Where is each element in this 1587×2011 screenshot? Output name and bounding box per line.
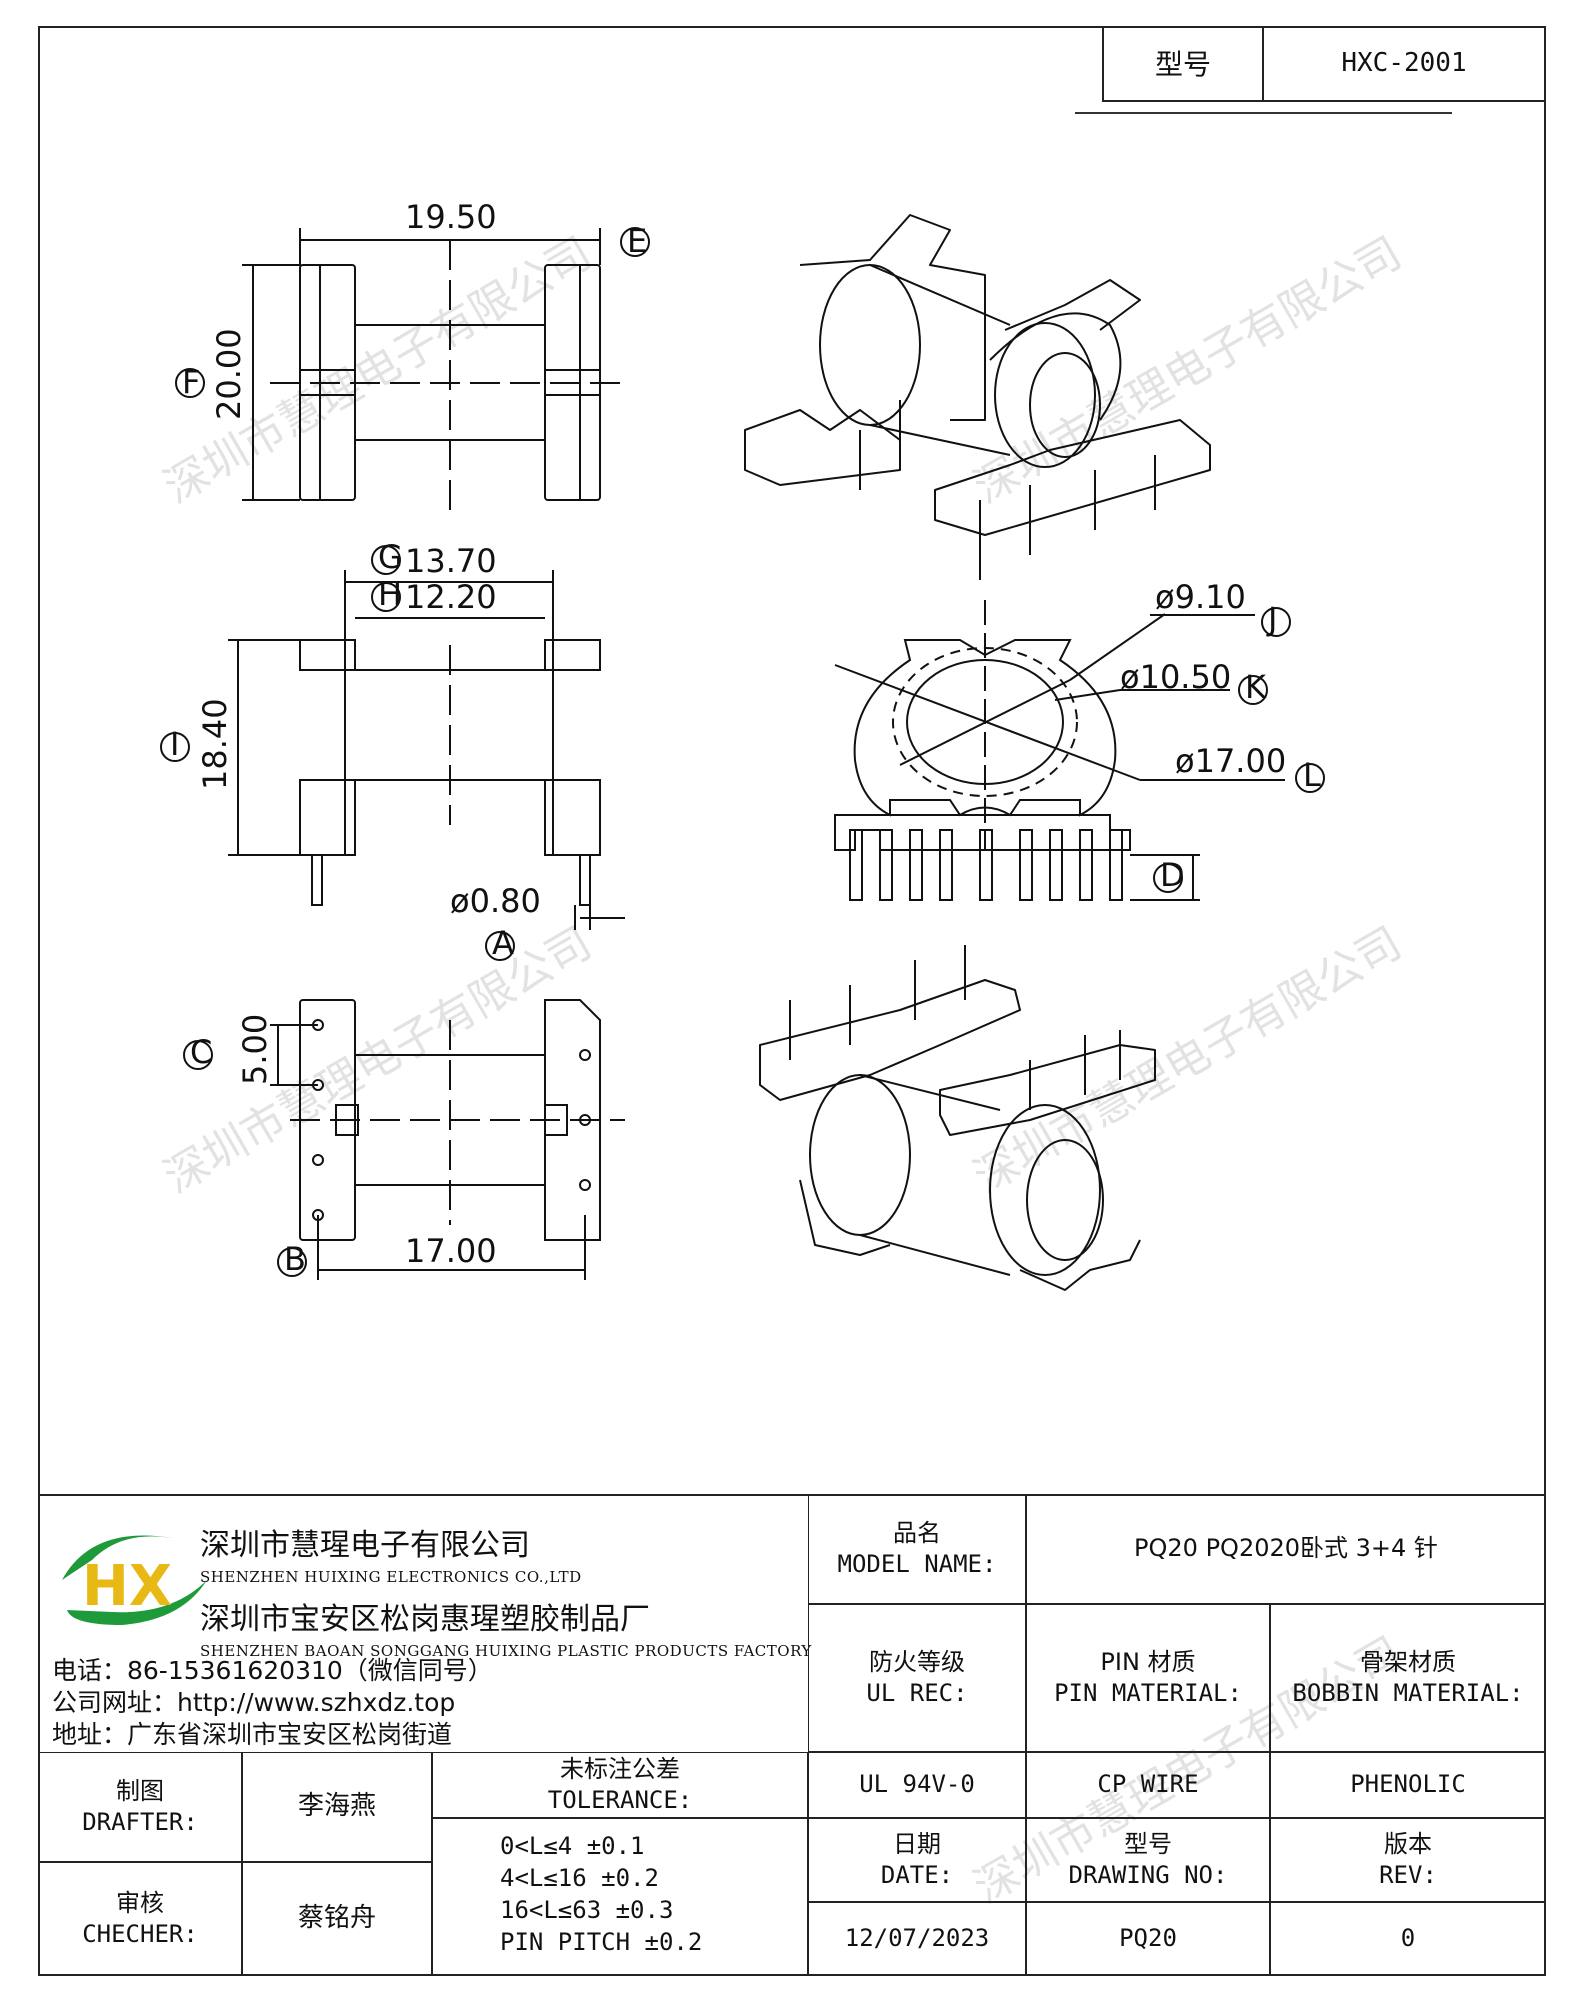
date-label-cn: 日期 [893, 1829, 941, 1858]
pin-label-en: PIN MATERIAL: [1054, 1679, 1242, 1707]
tolerance-label: 未标注公差 TOLERANCE: [432, 1752, 808, 1818]
checker-name: 蔡铭舟 [242, 1862, 432, 1976]
isometric-view-1 [744, 214, 1211, 580]
isometric-view-2 [759, 945, 1156, 1291]
phone: 电话：86-15361620310（微信同号） [52, 1656, 493, 1685]
rev-value: 0 [1270, 1902, 1546, 1976]
marker-i: I [170, 725, 179, 763]
model-name-label: 品名 MODEL NAME: [808, 1494, 1026, 1604]
marker-j: J [1266, 600, 1277, 638]
website: 公司网址：http://www.szhxdz.top [52, 1688, 456, 1717]
rev-label-en: REV: [1379, 1861, 1437, 1889]
dim-20-00: 20.00 [210, 328, 248, 420]
marker-a: A [492, 924, 514, 962]
drawing-no-value: PQ20 [1026, 1902, 1270, 1976]
marker-g: G [378, 538, 403, 576]
bobbin-material-label: 骨架材质 BOBBIN MATERIAL: [1270, 1604, 1546, 1752]
ul-value: UL 94V-0 [808, 1752, 1026, 1818]
checker-label: 审核 CHECHER: [38, 1862, 242, 1976]
marker-h: H [378, 575, 402, 613]
company-names: 深圳市慧瑆电子有限公司 SHENZHEN HUIXING ELECTRONICS… [200, 1520, 812, 1668]
drawing-no-label: 型号 DRAWING NO: [1026, 1818, 1270, 1902]
header-underline [1075, 112, 1452, 114]
date-label-en: DATE: [880, 1861, 954, 1889]
model-name-label-en: MODEL NAME: [837, 1550, 997, 1578]
drawing-no-label-en: DRAWING NO: [1068, 1861, 1228, 1889]
contact-info: 电话：86-15361620310（微信同号） 公司网址：http://www.… [52, 1655, 493, 1751]
tolerance-values: 0<L≤4 ±0.1 4<L≤16 ±0.2 16<L≤63 ±0.3 PIN … [500, 1830, 702, 1958]
company-logo: HX [62, 1535, 207, 1625]
dim-13-70: 13.70 [405, 542, 497, 580]
drawing-no-label-cn: 型号 [1124, 1829, 1172, 1858]
dim-5-00: 5.00 [236, 1014, 274, 1085]
dim-18-40: 18.40 [196, 698, 234, 790]
model-name-value-text: PQ20 PQ2020卧式 3+4 针 [1134, 1534, 1438, 1563]
tolerance-label-en: TOLERANCE: [547, 1786, 693, 1814]
model-label: 型号 [1104, 26, 1264, 100]
marker-d: D [1160, 856, 1185, 894]
dim-0-80: ø0.80 [450, 882, 541, 920]
dim-phi-17-00: ø17.00 [1175, 742, 1286, 780]
tolerance-label-cn: 未标注公差 [560, 1754, 680, 1783]
marker-l: L [1303, 756, 1321, 794]
tolerance-line: 4<L≤16 ±0.2 [500, 1864, 659, 1892]
ul-label-cn: 防火等级 [869, 1647, 965, 1676]
company-name-en: SHENZHEN HUIXING ELECTRONICS CO.,LTD [200, 1568, 582, 1586]
ul-rec-label: 防火等级 UL REC: [808, 1604, 1026, 1752]
factory-name-cn: 深圳市宝安区松岗惠瑆塑胶制品厂 [200, 1602, 650, 1637]
model-header-box: 型号 HXC-2001 [1102, 26, 1546, 102]
tolerance-line: 16<L≤63 ±0.3 [500, 1896, 674, 1924]
bottom-view [183, 999, 625, 1280]
top-view [175, 227, 650, 520]
side-view [160, 545, 625, 961]
front-view [834, 600, 1325, 901]
tolerance-table [432, 1818, 808, 1976]
model-name-label-cn: 品名 [893, 1518, 941, 1547]
pin-label-cn: PIN 材质 [1100, 1647, 1196, 1676]
rev-label-cn: 版本 [1384, 1829, 1432, 1858]
bobbin-label-cn: 骨架材质 [1360, 1647, 1456, 1676]
tolerance-line: PIN PITCH ±0.2 [500, 1928, 703, 1956]
drafter-name: 李海燕 [242, 1752, 432, 1862]
address: 地址：广东省深圳市宝安区松岗街道 [52, 1720, 453, 1749]
dim-17-00: 17.00 [405, 1232, 497, 1270]
ul-label-en: UL REC: [866, 1679, 968, 1707]
dim-phi-10-50: ø10.50 [1120, 658, 1231, 696]
model-name-value: PQ20 PQ2020卧式 3+4 针 [1026, 1494, 1546, 1604]
marker-k: K [1245, 668, 1267, 706]
date-value: 12/07/2023 [808, 1902, 1026, 1976]
tolerance-line: 0<L≤4 ±0.1 [500, 1832, 645, 1860]
drafter-label-cn: 制图 [116, 1776, 164, 1805]
checker-label-cn: 审核 [116, 1888, 164, 1917]
model-value: HXC-2001 [1341, 48, 1467, 78]
drafter-label: 制图 DRAFTER: [38, 1752, 242, 1862]
factory-name-en: SHENZHEN BAOAN SONGGANG HUIXING PLASTIC … [200, 1642, 812, 1660]
marker-b: B [284, 1240, 306, 1278]
marker-f: F [182, 363, 200, 401]
drafter-label-en: DRAFTER: [82, 1808, 198, 1836]
date-label: 日期 DATE: [808, 1818, 1026, 1902]
dim-19-50: 19.50 [405, 198, 497, 236]
pin-material-value: CP WIRE [1026, 1752, 1270, 1818]
pin-material-label: PIN 材质 PIN MATERIAL: [1026, 1604, 1270, 1752]
company-name-cn: 深圳市慧瑆电子有限公司 [200, 1528, 530, 1563]
title-block [38, 1494, 1546, 1976]
bobbin-material-value: PHENOLIC [1270, 1752, 1546, 1818]
rev-label: 版本 REV: [1270, 1818, 1546, 1902]
checker-label-en: CHECHER: [82, 1920, 198, 1948]
bobbin-label-en: BOBBIN MATERIAL: [1292, 1679, 1524, 1707]
dim-12-20: 12.20 [405, 578, 497, 616]
marker-e: E [627, 222, 647, 260]
logo-text: HX [82, 1554, 172, 1619]
dim-phi-9-10: ø9.10 [1155, 578, 1246, 616]
marker-c: C [190, 1033, 212, 1071]
